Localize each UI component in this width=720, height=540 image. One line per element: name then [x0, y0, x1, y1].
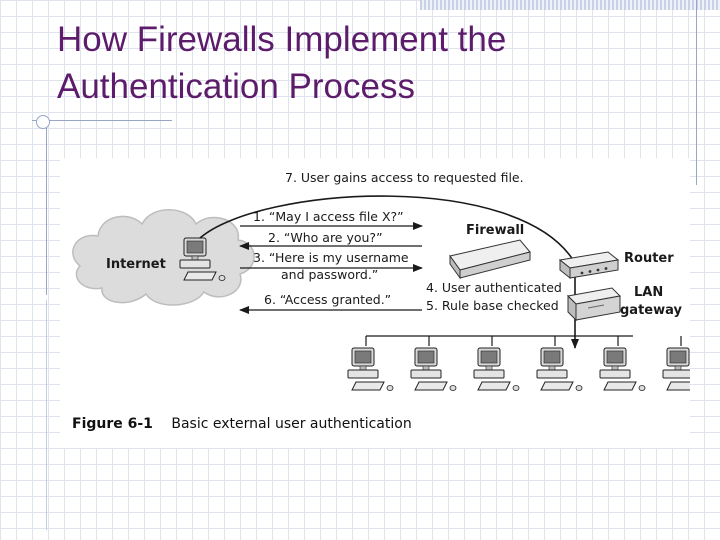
router-device	[558, 251, 620, 280]
step-3-label-line-1: 3. “Here is my username	[253, 250, 409, 265]
step-1-label: 1. “May I access file X?”	[253, 209, 404, 224]
title-bullet-circle	[36, 115, 50, 129]
firewall-label: Firewall	[466, 223, 524, 238]
figure-caption: Figure 6-1 Basic external user authentic…	[72, 416, 412, 432]
lan-workstation	[410, 347, 457, 391]
decorative-left-line	[46, 120, 47, 295]
router-label: Router	[624, 251, 674, 266]
firewall-device	[449, 239, 531, 280]
step-7-label: 7. User gains access to requested file.	[285, 170, 524, 185]
lan-gateway-label-line-1: LAN	[634, 285, 663, 300]
lan-workstation	[473, 347, 520, 391]
step-3-label-line-2: and password.”	[281, 267, 378, 282]
decorative-right-line	[696, 0, 697, 185]
title-underline	[32, 120, 172, 121]
decorative-left-line-lower	[46, 300, 47, 530]
figure-caption-text: Basic external user authentication	[171, 416, 412, 432]
step-5-label: 5. Rule base checked	[426, 298, 559, 313]
lan-workstations	[347, 347, 690, 391]
diagram-canvas: Internet 7. User gains access to request…	[72, 170, 690, 391]
slide-title: How Firewalls Implement the Authenticati…	[57, 16, 506, 110]
lan-workstation	[536, 347, 583, 391]
lan-drop-lines	[365, 336, 682, 346]
lan-gateway-label-line-2: gateway	[620, 303, 682, 318]
authentication-diagram: Internet 7. User gains access to request…	[60, 158, 690, 448]
internet-label: Internet	[106, 257, 166, 272]
decorative-top-bar	[420, 0, 720, 10]
step-2-label: 2. “Who are you?”	[268, 230, 383, 245]
step-4-label: 4. User authenticated	[426, 280, 562, 295]
figure-number: Figure 6-1	[72, 416, 153, 432]
step-6-label: 6. “Access granted.”	[264, 292, 391, 307]
slide-title-line-2: Authentication Process	[57, 67, 415, 106]
step-7-arrow	[199, 195, 576, 264]
slide-title-line-1: How Firewalls Implement the	[57, 20, 507, 59]
lan-workstation	[662, 347, 690, 391]
lan-gateway-device	[566, 287, 622, 322]
lan-workstation	[347, 347, 394, 391]
internet-cloud	[72, 209, 255, 306]
lan-workstation	[599, 347, 646, 391]
